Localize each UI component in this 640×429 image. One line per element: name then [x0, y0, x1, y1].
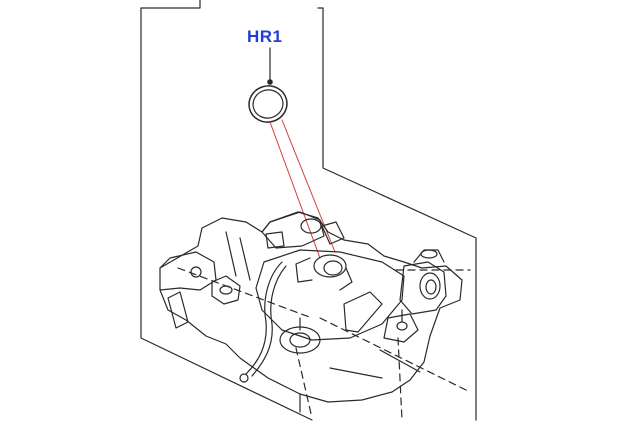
- assembly-frame: [140, 0, 477, 421]
- callout-label-hr1: HR1: [247, 27, 283, 46]
- transfer-case-assembly[interactable]: [159, 211, 463, 413]
- o-ring-seal[interactable]: [245, 82, 291, 127]
- installation-guide-lines: [269, 119, 336, 259]
- callout-leader: [267, 47, 273, 85]
- projection-dashed-lines: [177, 267, 471, 421]
